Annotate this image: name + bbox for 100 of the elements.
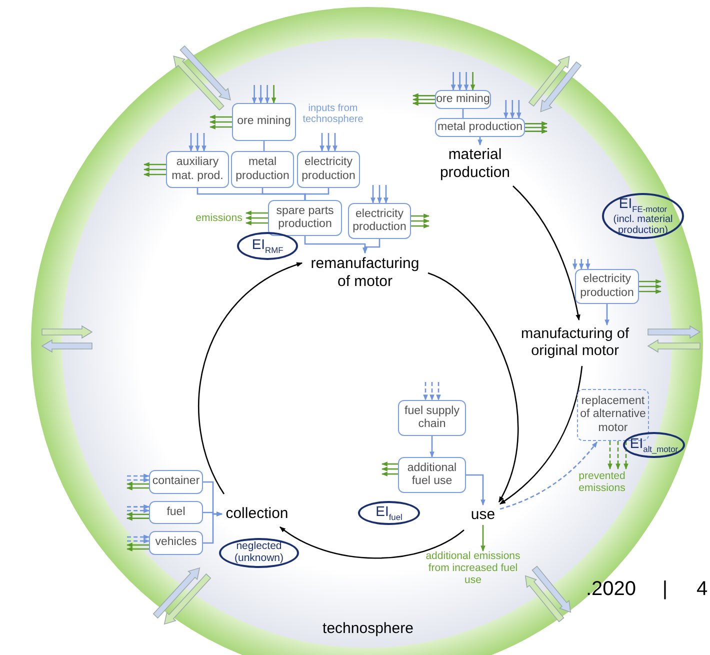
arrow [126, 546, 149, 552]
arrow [480, 525, 486, 552]
arrow [332, 133, 338, 152]
box-label: spare parts production [275, 204, 335, 232]
arrow [381, 462, 398, 466]
arrow [616, 441, 620, 470]
arrow [639, 289, 662, 294]
arrow [258, 85, 264, 104]
arrow [127, 478, 150, 482]
process-box [268, 200, 342, 236]
arrow [271, 85, 276, 104]
arrow [525, 121, 548, 126]
curved-arrow [428, 272, 519, 503]
arrow [127, 508, 150, 513]
arrow [143, 162, 166, 167]
arrow [516, 100, 522, 119]
arrow [362, 239, 380, 254]
emissions-note: additional emissions from increased fuel use [425, 550, 521, 586]
stage-label: remanufacturing of motor [310, 255, 420, 291]
arrow [127, 504, 150, 510]
arrow [423, 382, 428, 401]
indicator-text: (incl. material production) [612, 214, 674, 236]
arrow [127, 538, 150, 544]
arrow [264, 85, 270, 104]
box-label: additional fuel use [406, 462, 458, 488]
arrow [202, 133, 206, 152]
arrow [504, 100, 508, 119]
arrow [143, 172, 166, 177]
arrow [525, 128, 548, 134]
arrow [586, 259, 590, 270]
arrow [478, 137, 482, 146]
arrow [411, 224, 430, 228]
curved-arrow [500, 366, 583, 505]
process-box [149, 501, 203, 524]
arrow [188, 133, 194, 152]
indicator-ellipse [219, 538, 299, 568]
process-box [166, 151, 229, 188]
arrow [252, 85, 257, 104]
note-text: inputs from technosphere [302, 103, 364, 125]
arrow [639, 279, 662, 284]
arrow [572, 259, 578, 270]
box-label: ore mining [436, 92, 490, 106]
arrow [370, 185, 376, 204]
arrow [126, 542, 149, 548]
process-box [149, 531, 203, 555]
arrow [209, 124, 232, 130]
arrow [209, 120, 232, 124]
arrow [326, 133, 331, 152]
emissions-note: emissions [196, 212, 242, 224]
arrow [381, 466, 398, 472]
process-box [398, 457, 466, 493]
arrow [143, 167, 166, 172]
indicator-text: EI$_{alt_motor}$ [630, 436, 678, 454]
box-label: fuel [166, 506, 186, 520]
curved-arrow [198, 262, 303, 494]
box-label: replacement of alternative motor [579, 395, 647, 435]
indicator-text: neglected (unknown) [233, 541, 285, 565]
indicator-text: EI$_{fuel}$ [376, 504, 402, 522]
arrow [470, 72, 476, 91]
indicator-ellipse [237, 232, 298, 260]
stage-label: use [470, 506, 496, 524]
box-label: container [152, 475, 200, 489]
arrow [126, 516, 149, 521]
process-box [149, 470, 203, 494]
arrow [412, 100, 435, 106]
stage-label: material production [438, 146, 512, 182]
connector-line [304, 188, 330, 200]
arrow [320, 133, 324, 152]
box-label: metal production [437, 120, 523, 134]
process-box [398, 400, 466, 436]
indicator-ellipse [602, 193, 684, 239]
arrow [525, 125, 548, 130]
arrow [430, 436, 434, 458]
arrow [604, 304, 610, 326]
process-box [297, 151, 360, 188]
process-box [232, 103, 296, 141]
arrow [384, 185, 388, 204]
process-box [231, 151, 294, 188]
box-label: metal production [234, 156, 290, 183]
arrow [450, 72, 456, 91]
arrow [411, 214, 430, 218]
stage-label: collection [226, 505, 288, 523]
arrow [127, 474, 150, 478]
arrow [639, 284, 662, 289]
arrow [412, 97, 435, 102]
connector-line [263, 141, 265, 151]
arrow [127, 534, 150, 540]
curved-arrow [280, 526, 464, 559]
arrow [457, 72, 462, 91]
arrow [209, 114, 232, 120]
arrow [195, 133, 200, 152]
arrow [245, 210, 268, 216]
curved-arrow [512, 186, 580, 321]
arrow [126, 486, 149, 490]
footer-text: 4 [695, 578, 709, 600]
box-label: electricity production [579, 273, 635, 300]
arrow [430, 382, 434, 401]
arrow [377, 185, 382, 204]
arrow [579, 259, 584, 270]
box-label: electricity production [300, 156, 356, 183]
